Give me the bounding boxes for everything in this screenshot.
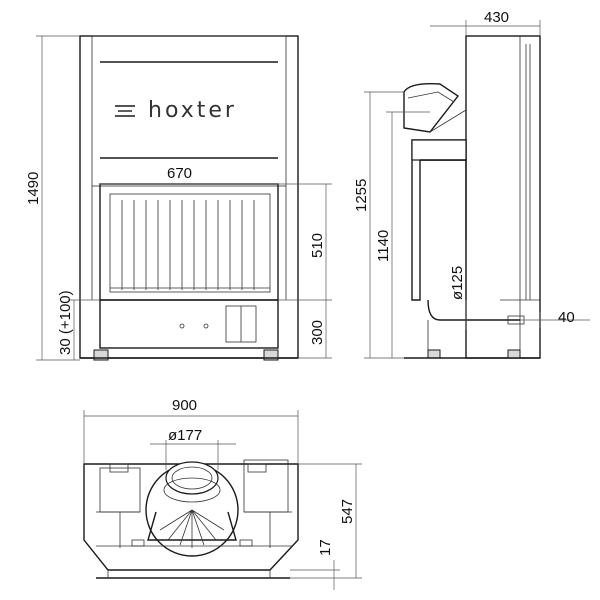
- brand-logo-mark: [115, 105, 135, 117]
- brand-logo-text: hoxter: [148, 98, 237, 123]
- dim-offset: 40: [558, 309, 575, 326]
- dim-top-depth: 547: [339, 499, 356, 524]
- front-view: [79, 35, 299, 361]
- dim-flue-diameter-top: ø177: [168, 427, 202, 444]
- dim-base-height: 30 (+100): [57, 290, 74, 355]
- dim-front-offset: 17: [317, 539, 334, 556]
- top-view: [83, 459, 299, 579]
- door-grille: [121, 200, 255, 290]
- dim-total-width: 900: [172, 397, 197, 414]
- dim-flue-diameter-side: ø125: [449, 266, 466, 300]
- side-view: [403, 35, 541, 359]
- top-dimensions: [83, 410, 362, 590]
- dim-window-height: 510: [309, 233, 326, 258]
- dim-flue-center-height: 1140: [375, 230, 392, 262]
- dim-plinth-height: 300: [309, 320, 326, 345]
- front-dimensions: [36, 35, 332, 361]
- flue-outlet-side: [403, 82, 467, 133]
- dim-flue-top-height: 1255: [353, 179, 370, 212]
- dim-depth: 430: [484, 9, 509, 26]
- dim-window-width: 670: [167, 165, 192, 182]
- side-dimensions: [364, 20, 590, 359]
- dim-total-height: 1490: [25, 172, 42, 205]
- flue-collar-top: [163, 461, 221, 503]
